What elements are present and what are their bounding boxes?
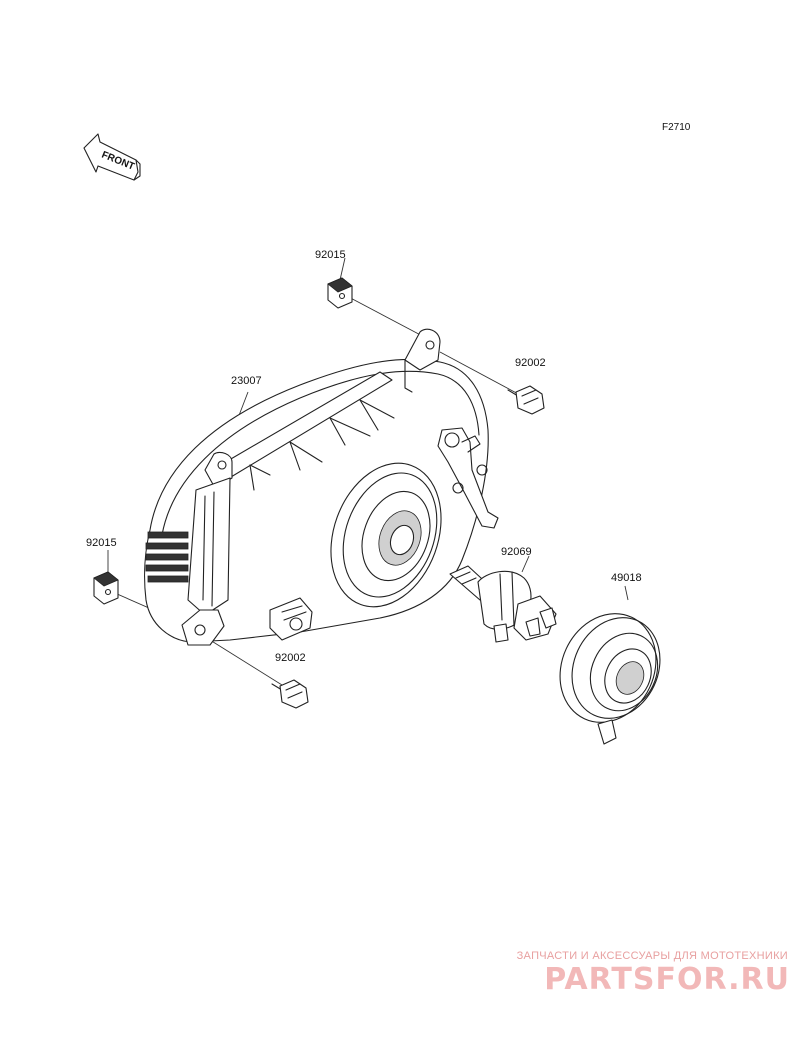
label-bolt-top: 92002 <box>515 357 546 369</box>
part-labels: 92015 92002 23007 92015 92069 49018 9200… <box>86 249 642 664</box>
watermark-logo: PARTSFOR.RU <box>544 962 790 997</box>
clip-nut-top <box>327 277 353 309</box>
label-housing: 23007 <box>231 375 262 387</box>
front-arrow-icon: FRONT <box>83 133 141 181</box>
label-bulb: 92069 <box>501 546 532 558</box>
label-socket: 49018 <box>611 572 642 584</box>
label-nut-left: 92015 <box>86 537 117 549</box>
label-bolt-bottom: 92002 <box>275 652 306 664</box>
bolt-bottom <box>271 679 309 709</box>
watermark-tagline: ЗАПЧАСТИ И АКСЕССУАРЫ ДЛЯ МОТОТЕХНИКИ <box>516 950 788 962</box>
headlight-housing <box>144 328 499 646</box>
clip-nut-left <box>93 571 119 605</box>
figure-code: F2710 <box>662 122 691 133</box>
dust-cover <box>559 613 661 745</box>
bulb <box>449 565 557 643</box>
bolt-top <box>507 385 545 415</box>
label-nut-top: 92015 <box>315 249 346 261</box>
